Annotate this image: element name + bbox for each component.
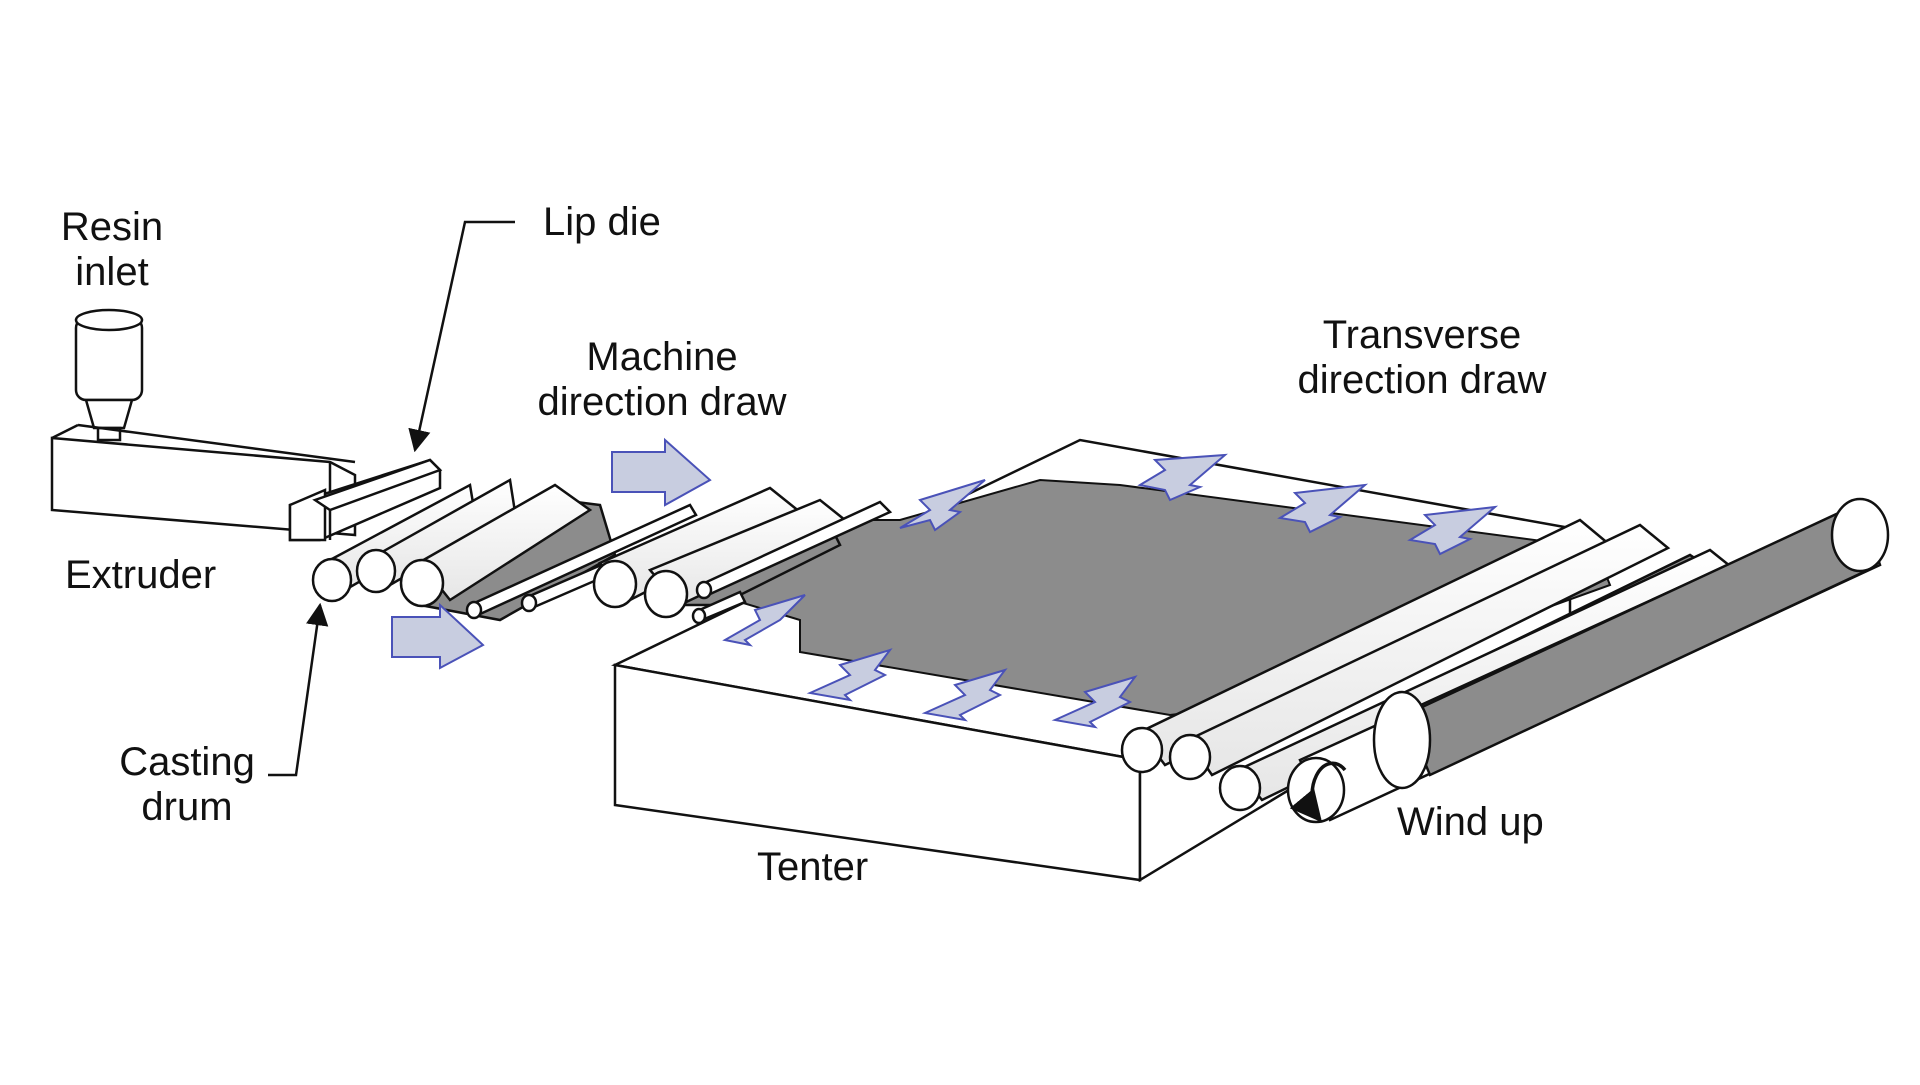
td-arrow-icon — [806, 648, 893, 702]
label-transverse-2: direction draw — [1297, 358, 1546, 402]
label-machine-direction-1: Machine — [586, 335, 737, 379]
label-wind-up: Wind up — [1397, 800, 1544, 844]
label-casting-drum-1: Casting — [119, 740, 255, 784]
label-casting-drum-2: drum — [141, 785, 232, 829]
lip-die-leader — [408, 220, 515, 453]
label-machine-direction-2: direction draw — [537, 380, 786, 424]
exit-rolls — [1120, 497, 1890, 824]
md-arrow-icon — [611, 437, 712, 507]
td-arrow-icon — [1137, 453, 1228, 502]
leader-lines — [268, 220, 515, 777]
td-arrow-icon — [1277, 483, 1369, 534]
td-arrow-icon — [1051, 675, 1138, 729]
label-tenter: Tenter — [757, 845, 868, 889]
td-arrow-icon — [1407, 505, 1499, 556]
td-arrow-icon — [921, 668, 1008, 722]
md-rolls — [311, 478, 893, 625]
md-arrow-icon — [391, 602, 485, 670]
casting-drum-leader — [268, 602, 329, 777]
label-lip-die: Lip die — [543, 200, 661, 244]
draw-arrows — [391, 437, 1499, 729]
rotation-arrow-icon — [1289, 761, 1347, 823]
labels: Resin inlet Lip die Extruder Casting dru… — [61, 200, 1547, 889]
casting-drum — [311, 557, 353, 603]
label-transverse-1: Transverse — [1323, 313, 1522, 357]
td-arrow-icon — [899, 479, 986, 532]
label-resin-inlet-2: inlet — [75, 250, 148, 294]
extruder — [50, 308, 443, 542]
label-extruder: Extruder — [65, 553, 216, 597]
td-arrow-icon — [722, 594, 806, 647]
label-resin-inlet-1: Resin — [61, 205, 163, 249]
